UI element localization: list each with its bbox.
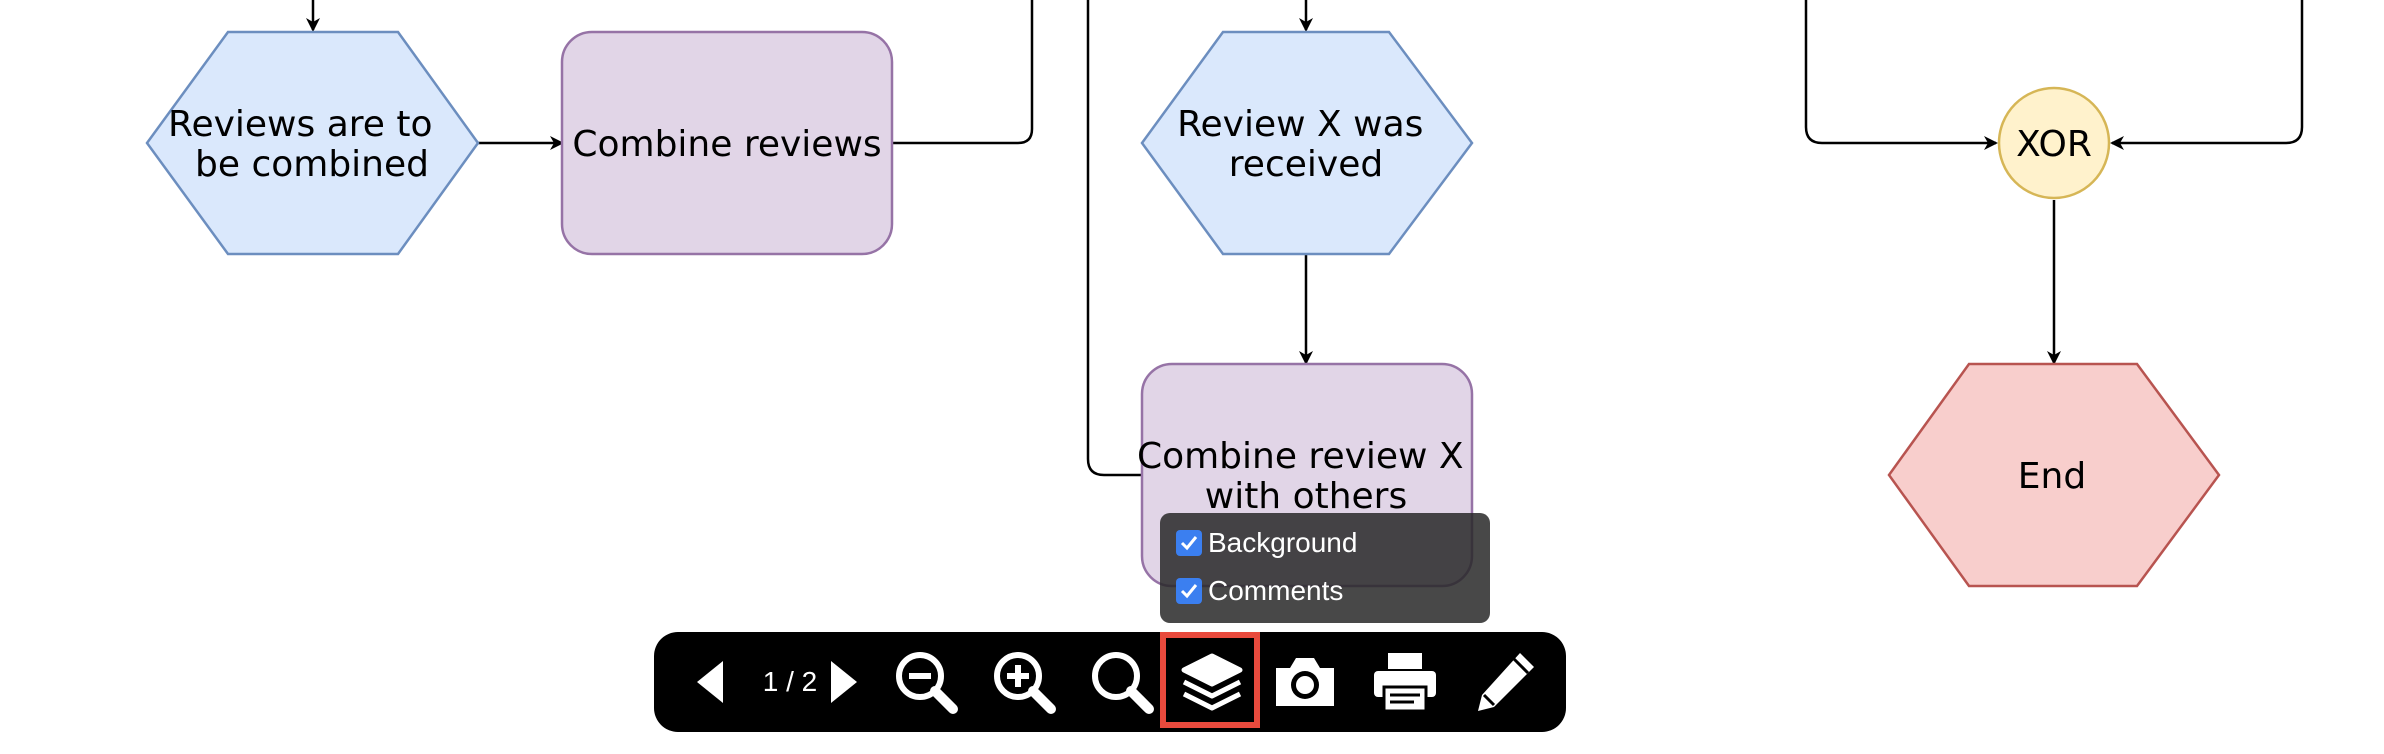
page-indicator-container: 1 / 2 [740, 632, 840, 732]
viewer-toolbar: 1 / 2 [654, 632, 1566, 732]
layers-button[interactable] [1164, 632, 1260, 732]
edge-left-to-xor [1804, 0, 1998, 150]
function-combine-reviews[interactable]: Combine reviews [560, 30, 894, 256]
xor-connector-label: XOR [2016, 124, 2092, 165]
zoom-out-button[interactable] [886, 632, 966, 732]
event-reviews-combined-label: Reviews are to be combined [168, 104, 444, 185]
edit-button[interactable] [1460, 632, 1550, 732]
zoom-in-button[interactable] [984, 632, 1064, 732]
layer-background-label: Background [1208, 527, 1358, 558]
page-indicator: 1 / 2 [762, 666, 818, 697]
layer-background-toggle[interactable]: Background [1176, 523, 1357, 563]
xor-connector[interactable]: XOR [1997, 86, 2111, 200]
function-combine-reviews-shape [560, 30, 894, 256]
event-reviews-combined[interactable]: Reviews are to be combined [145, 30, 480, 256]
triangle-left-icon [697, 661, 723, 703]
event-end-label: End [2018, 456, 2086, 497]
edge-right-to-xor [2110, 0, 2304, 150]
print-button[interactable] [1360, 632, 1450, 732]
layer-comments-label: Comments [1208, 575, 1344, 606]
pencil-icon [1478, 653, 1534, 711]
function-combine-reviews-label: Combine reviews [572, 124, 881, 165]
event-review-received-shape [1140, 30, 1474, 256]
magnifier-icon [1092, 652, 1154, 714]
camera-icon [1276, 658, 1334, 706]
layer-comments-toggle[interactable]: Comments [1176, 571, 1343, 611]
layers-popup: Background Comments [1160, 513, 1490, 623]
zoom-out-icon [896, 652, 958, 714]
triangle-right-icon [831, 661, 857, 703]
edge-combine-reviews-out [892, 0, 1034, 145]
edge-combine-x-out [1086, 0, 1142, 477]
event-review-received-label: Review X was received [1177, 104, 1435, 185]
layers-icon [1181, 653, 1243, 711]
event-reviews-combined-shape [145, 30, 480, 256]
check-icon [1180, 584, 1198, 599]
event-review-received[interactable]: Review X was received [1140, 30, 1474, 256]
event-end-shape [1887, 362, 2221, 588]
xor-connector-shape [1997, 86, 2111, 200]
comments-checkbox[interactable] [1176, 578, 1202, 604]
event-end[interactable]: End [1887, 362, 2221, 588]
background-checkbox[interactable] [1176, 530, 1202, 556]
reset-zoom-button[interactable] [1082, 632, 1162, 732]
previous-page-button[interactable] [690, 632, 730, 732]
printer-icon [1374, 653, 1436, 713]
function-combine-with-others-label: Combine review X with others [1137, 436, 1475, 517]
snapshot-button[interactable] [1260, 632, 1350, 732]
next-page-button[interactable] [824, 632, 864, 732]
zoom-in-icon [994, 652, 1056, 714]
check-icon [1180, 536, 1198, 551]
